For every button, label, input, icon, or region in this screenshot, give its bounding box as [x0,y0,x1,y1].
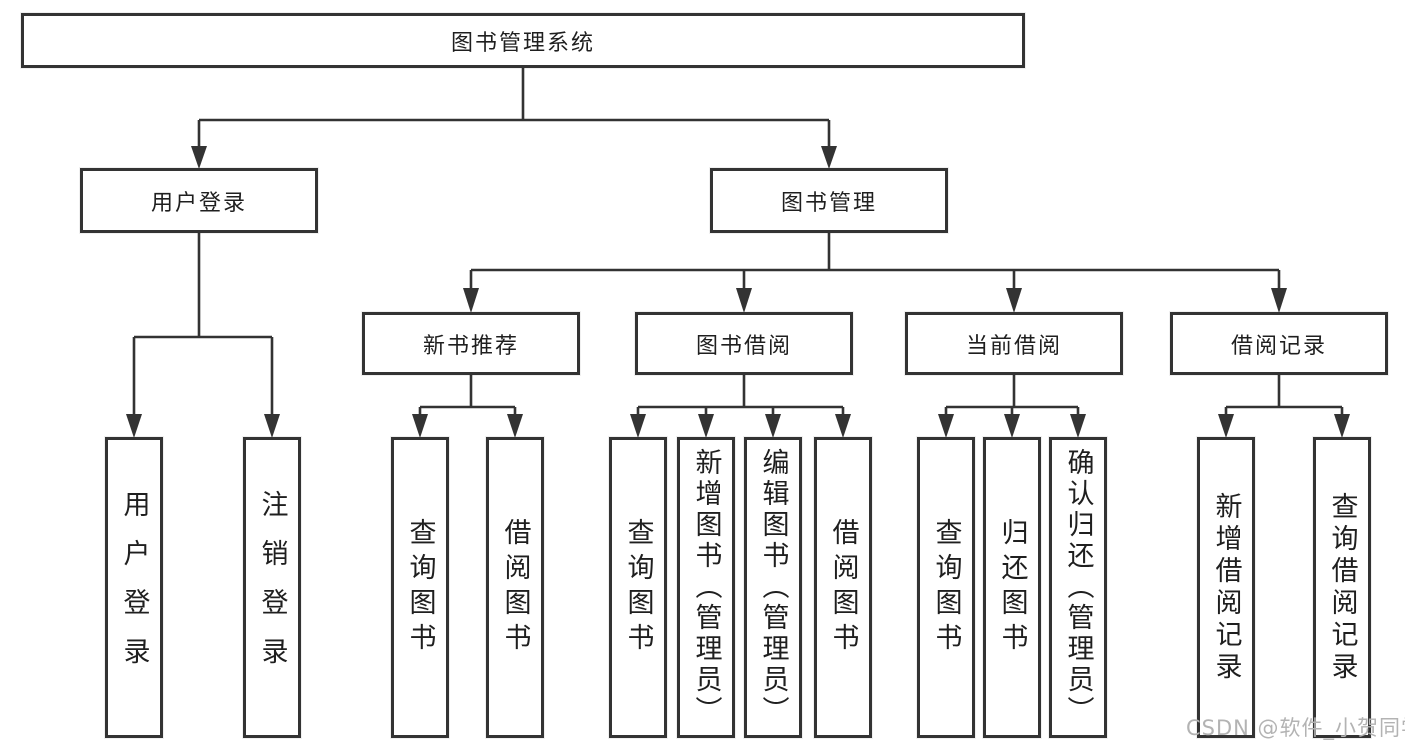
arrowhead [126,414,142,438]
arrowhead [191,146,207,169]
leaf-borrow-books: 借阅图书 [814,437,872,738]
leaf-borrow-books-recommend: 借阅图书 [486,437,544,738]
arrowhead [630,414,646,438]
arrowhead [1004,414,1020,438]
connector-user [132,233,274,416]
node-borrow-records: 借阅记录 [1170,312,1388,375]
arrowhead [1218,414,1234,438]
node-library-system: 图书管理系统 [21,13,1025,68]
leaf-add-books-admin: 新增图书（管理员） [677,437,735,738]
leaf-query-books-current: 查询图书 [917,437,975,738]
node-current-borrowing: 当前借阅 [905,312,1123,375]
arrowhead [1334,414,1350,438]
arrowhead [1271,288,1287,313]
connector-section-4 [1224,375,1344,416]
arrowhead [765,414,781,438]
leaf-confirm-return-admin: 确认归还（管理员） [1049,437,1107,738]
watermark: CSDN @软件_小贺同学 [1186,716,1405,740]
arrowhead [507,414,523,438]
arrowhead [835,414,851,438]
arrowhead [1006,288,1022,313]
leaf-query-books-recommend: 查询图书 [391,437,449,738]
connector-section-2 [636,375,845,416]
leaf-query-books-borrowing: 查询图书 [609,437,667,738]
arrowhead [736,288,752,313]
arrowhead [412,414,428,438]
leaf-add-borrow-record: 新增借阅记录 [1197,437,1255,738]
leaf-query-borrow-record: 查询借阅记录 [1313,437,1371,738]
arrowhead [938,414,954,438]
connector-section-3 [944,375,1080,416]
arrowhead [264,414,280,438]
arrowhead [821,146,837,169]
leaf-logout: 注销登录 [243,437,301,738]
leaf-user-login: 用户登录 [105,437,163,738]
node-new-book-recommend: 新书推荐 [362,312,580,375]
arrowhead [698,414,714,438]
node-book-borrowing: 图书借阅 [635,312,853,375]
leaf-return-books: 归还图书 [983,437,1041,738]
node-book-management: 图书管理 [710,168,948,233]
node-user-login: 用户登录 [80,168,318,233]
arrowhead [463,288,479,313]
arrowhead [1070,414,1086,438]
connector-root [197,68,831,148]
leaf-edit-books-admin: 编辑图书（管理员） [744,437,802,738]
connector-book [469,233,1281,290]
connector-section-1 [418,375,517,416]
